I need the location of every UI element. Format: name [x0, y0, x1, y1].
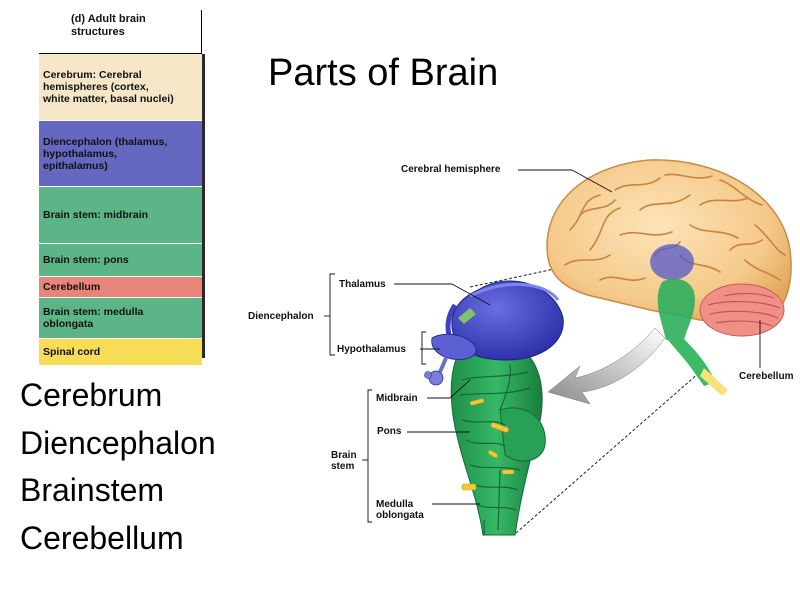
- table-right-border: [202, 54, 205, 358]
- label-pons: Pons: [377, 426, 402, 437]
- row-label: Diencephalon (thalamus, hypothalamus, ep…: [43, 135, 168, 172]
- label-thalamus: Thalamus: [339, 279, 386, 290]
- brain-parts-list: Cerebrum Diencephalon Brainstem Cerebell…: [20, 372, 216, 562]
- label-cerebral-hemisphere: Cerebral hemisphere: [401, 164, 501, 175]
- table-row-spinal-cord: Spinal cord: [39, 339, 202, 366]
- adult-brain-structures-table: (d) Adult brain structures Cerebrum: Cer…: [39, 10, 205, 366]
- row-label: Brain stem: medulla oblongata: [43, 306, 144, 330]
- row-label: Brain stem: pons: [43, 254, 129, 266]
- label-cerebellum: Cerebellum: [739, 371, 794, 382]
- dashed-connector-lines: [469, 245, 701, 534]
- label-medulla-oblongata: Medulla oblongata: [376, 499, 424, 521]
- label-hypothalamus: Hypothalamus: [337, 344, 406, 355]
- expand-arrow: [547, 327, 666, 405]
- row-label: Brain stem: midbrain: [43, 209, 149, 221]
- label-midbrain: Midbrain: [376, 393, 418, 404]
- list-item-cerebrum: Cerebrum: [20, 377, 163, 413]
- label-leader-lines: [324, 169, 761, 523]
- table-header: (d) Adult brain structures: [39, 10, 202, 54]
- thalamus-shape: [445, 280, 564, 361]
- table-row-cerebellum: Cerebellum: [39, 277, 202, 298]
- hypothalamus-shape: [424, 333, 477, 386]
- label-diencephalon: Diencephalon: [248, 311, 314, 322]
- list-item-brainstem: Brainstem: [20, 472, 165, 508]
- table-row-diencephalon: Diencephalon (thalamus, hypothalamus, ep…: [39, 121, 202, 187]
- row-label: Spinal cord: [43, 346, 101, 358]
- cerebral-hemisphere-shape: [546, 159, 792, 340]
- table-row-pons: Brain stem: pons: [39, 244, 202, 277]
- brain-stem-whole-brain: [668, 335, 728, 396]
- table-row-medulla: Brain stem: medulla oblongata: [39, 298, 202, 339]
- table-row-midbrain: Brain stem: midbrain: [39, 187, 202, 244]
- row-label: Cerebellum: [43, 281, 101, 293]
- list-item-diencephalon: Diencephalon: [20, 424, 216, 461]
- slide-title: Parts of Brain: [268, 52, 499, 94]
- row-label: Cerebrum: Cerebral hemispheres (cortex, …: [43, 69, 174, 105]
- cerebellum-shape: [699, 283, 785, 337]
- label-brain-stem: Brain stem: [331, 450, 357, 472]
- brainstem-shape: [450, 343, 546, 536]
- table-row-cerebrum: Cerebrum: Cerebral hemispheres (cortex, …: [39, 54, 202, 121]
- list-item-cerebellum: Cerebellum: [20, 519, 184, 556]
- optic-structure: [458, 308, 476, 324]
